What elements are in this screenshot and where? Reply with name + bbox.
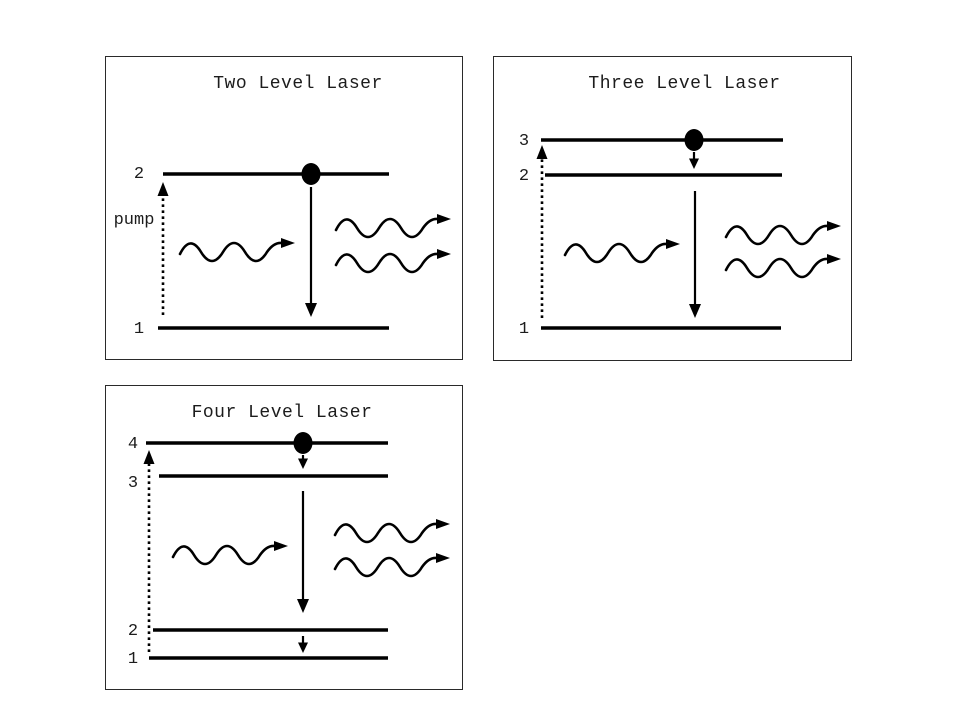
panel-title: Three Level Laser bbox=[588, 74, 781, 94]
energy-level-1-label: 1 bbox=[134, 320, 144, 339]
arrow-head-up-icon bbox=[143, 450, 155, 464]
input-photon-wave-icon bbox=[178, 236, 297, 263]
excited-electron-dot bbox=[684, 129, 704, 151]
three-level-laser-panel: 3 2 1 Three Level Laser bbox=[493, 56, 852, 361]
energy-level-3-label: 3 bbox=[128, 474, 138, 493]
arrow-head-down-icon bbox=[298, 642, 308, 653]
stimulated-emission-arrow bbox=[297, 491, 309, 613]
fast-decay-arrow-upper bbox=[298, 455, 308, 469]
arrow-head-down-icon bbox=[297, 599, 309, 613]
arrow-head-down-icon bbox=[305, 303, 317, 317]
fast-decay-arrow bbox=[689, 152, 699, 169]
energy-level-2-label: 2 bbox=[134, 165, 144, 184]
energy-level-2-label: 2 bbox=[519, 167, 529, 186]
stimulated-emission-arrow bbox=[305, 187, 317, 317]
excited-electron-dot bbox=[293, 432, 313, 454]
excited-electron-dot bbox=[301, 163, 321, 185]
arrow-head-up-icon bbox=[157, 182, 169, 196]
arrow-head-down-icon bbox=[689, 304, 701, 318]
pump-transition-arrow bbox=[143, 450, 155, 652]
pump-transition-arrow bbox=[157, 182, 169, 315]
output-photon-wave-icon-1 bbox=[334, 212, 453, 239]
output-photon-wave-icon-1 bbox=[333, 517, 452, 544]
output-photon-wave-icon-2 bbox=[724, 252, 843, 279]
output-photon-wave-icon-1 bbox=[724, 219, 843, 246]
two-level-laser-panel: 2 1 pump Two Level Laser bbox=[105, 56, 463, 360]
arrow-head-up-icon bbox=[536, 145, 548, 159]
stimulated-emission-arrow bbox=[689, 191, 701, 318]
energy-level-2-label: 2 bbox=[128, 622, 138, 641]
fast-decay-arrow-lower bbox=[298, 636, 308, 653]
panel-title: Two Level Laser bbox=[213, 74, 383, 94]
output-photon-wave-icon-2 bbox=[333, 551, 452, 578]
input-photon-wave-icon bbox=[563, 237, 682, 264]
energy-level-1-label: 1 bbox=[519, 320, 529, 339]
arrow-head-down-icon bbox=[689, 158, 699, 169]
energy-level-1-label: 1 bbox=[128, 650, 138, 669]
output-photon-wave-icon-2 bbox=[334, 247, 453, 274]
energy-level-4-label: 4 bbox=[128, 435, 138, 454]
pump-label: pump bbox=[114, 211, 155, 230]
arrow-head-down-icon bbox=[298, 458, 308, 469]
four-level-laser-panel: 4 3 2 1 Four Level Laser bbox=[105, 385, 463, 690]
input-photon-wave-icon bbox=[171, 539, 290, 566]
energy-level-3-label: 3 bbox=[519, 132, 529, 151]
panel-title: Four Level Laser bbox=[191, 403, 373, 423]
pump-transition-arrow bbox=[536, 145, 548, 318]
